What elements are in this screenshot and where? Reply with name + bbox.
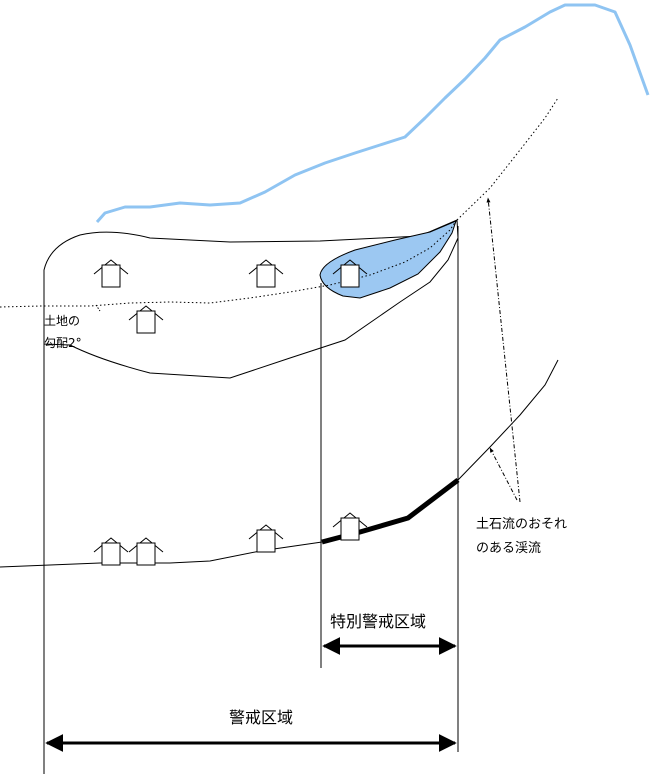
warning-zone-label: 警戒区域 [229, 708, 293, 727]
mountain-ridge-line [95, 3, 650, 223]
slope-label-line2: 勾配2° [44, 336, 82, 350]
stream-label-line2: のある渓流 [476, 541, 541, 556]
house-icon [128, 537, 164, 566]
slope-label-line1: 土地の [44, 314, 80, 328]
gradient-tick [95, 304, 101, 312]
stream-label-line1: 土石流のおそれ [476, 517, 567, 532]
house-icon [93, 537, 129, 566]
upper-terrain-outline [43, 219, 459, 379]
ground-line-steep [457, 359, 559, 481]
house-icon [248, 259, 284, 288]
leader-line-lower [489, 447, 518, 501]
house-icon [93, 259, 129, 288]
debris-fan-area [319, 220, 457, 299]
stream-dotted-line [456, 97, 559, 221]
house-icon [128, 305, 164, 334]
special-zone-label: 特別警戒区域 [330, 612, 426, 631]
leader-line-upper [486, 197, 521, 503]
